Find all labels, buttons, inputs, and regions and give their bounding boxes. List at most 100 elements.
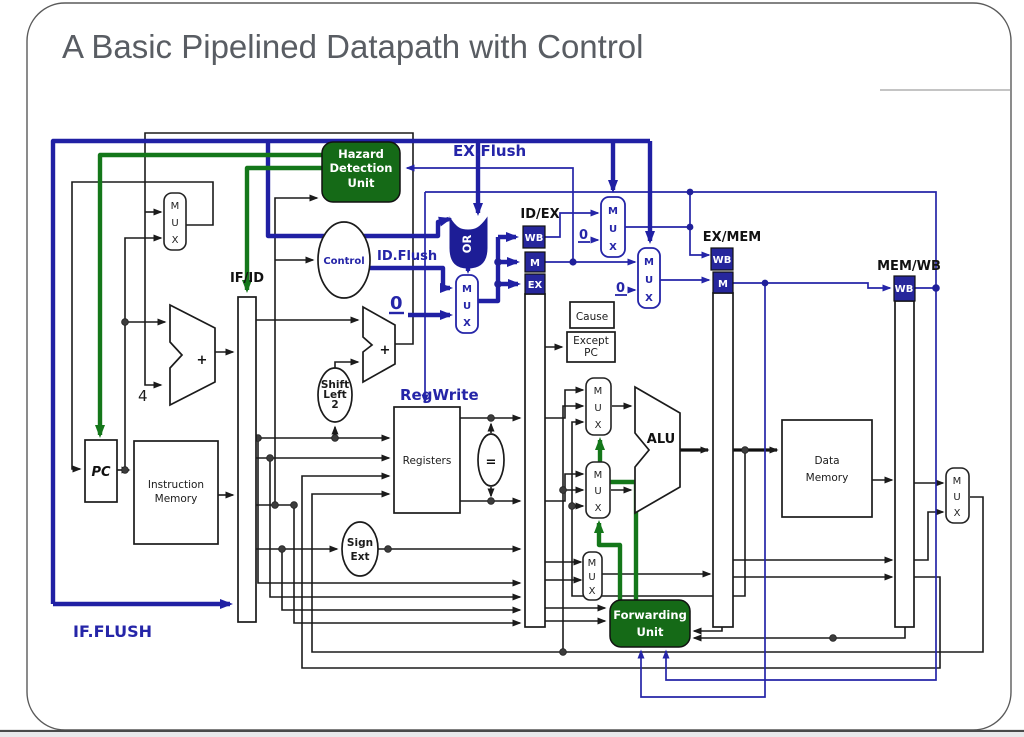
wire-pcsrc-loop xyxy=(71,181,214,473)
svg-text:Left: Left xyxy=(323,389,346,401)
svg-text:OR: OR xyxy=(460,235,474,254)
svg-text:Control: Control xyxy=(323,256,364,267)
wire-pcwrite xyxy=(95,152,322,438)
equality-comparator: = xyxy=(477,433,505,487)
wire-ex-flush xyxy=(50,138,650,604)
svg-text:Except: Except xyxy=(573,335,609,347)
svg-text:PC: PC xyxy=(584,347,598,359)
svg-text:X: X xyxy=(645,293,653,304)
svg-text:M: M xyxy=(953,476,962,487)
control-unit: Control xyxy=(317,221,371,299)
svg-text:Unit: Unit xyxy=(348,176,375,190)
wire-forward-a xyxy=(595,437,639,600)
svg-text:M: M xyxy=(588,558,597,569)
svg-text:2: 2 xyxy=(331,399,338,411)
svg-text:Ext: Ext xyxy=(351,551,370,563)
svg-text:X: X xyxy=(595,420,602,431)
pc-register: PC xyxy=(84,439,118,503)
svg-text:Memory: Memory xyxy=(155,493,198,505)
label-zero-mux-m: 0 xyxy=(616,281,625,296)
svg-text:U: U xyxy=(645,275,653,286)
svg-text:Instruction: Instruction xyxy=(148,479,204,491)
adder-pc4: + xyxy=(169,303,216,407)
svg-text:Forwarding: Forwarding xyxy=(613,608,687,622)
svg-text:+: + xyxy=(197,353,208,368)
mux-pc-source: M U X xyxy=(163,192,187,251)
svg-text:M: M xyxy=(644,257,654,268)
svg-text:Memory: Memory xyxy=(806,472,849,484)
label-id-flush: ID.Flush xyxy=(377,249,437,264)
hazard-wires-green xyxy=(95,152,639,600)
svg-text:X: X xyxy=(954,508,961,519)
svg-text:WB: WB xyxy=(713,255,732,266)
label-zero-idflush: 0 xyxy=(390,293,403,314)
svg-text:+: + xyxy=(380,343,391,358)
cause-register: Cause xyxy=(569,301,615,329)
svg-text:X: X xyxy=(589,586,596,597)
svg-text:M: M xyxy=(171,201,180,212)
label-const-4: 4 xyxy=(138,387,148,405)
svg-text:Unit: Unit xyxy=(637,625,664,639)
svg-text:X: X xyxy=(609,242,617,253)
wire-regwrite xyxy=(425,191,937,288)
wire-fwd-select-1 xyxy=(637,283,766,698)
svg-text:U: U xyxy=(594,486,601,497)
svg-text:Detection: Detection xyxy=(330,161,393,175)
svg-text:Hazard: Hazard xyxy=(338,147,384,161)
svg-text:M: M xyxy=(594,386,603,397)
svg-text:M: M xyxy=(594,470,603,481)
alu: ALU xyxy=(634,385,681,515)
svg-text:U: U xyxy=(463,301,471,312)
data-memory: Data Memory xyxy=(781,419,873,518)
svg-text:Shift: Shift xyxy=(321,379,349,391)
svg-text:ALU: ALU xyxy=(647,432,675,447)
svg-text:U: U xyxy=(953,492,960,503)
wire-ifidwrite xyxy=(242,165,322,293)
wire-hazard-memread xyxy=(405,164,574,262)
svg-text:Cause: Cause xyxy=(576,311,608,323)
mux-write-register: M U X xyxy=(582,551,603,601)
svg-text:MEM/WB: MEM/WB xyxy=(877,259,941,274)
hazard-detection-unit: Hazard Detection Unit xyxy=(321,141,401,203)
label-zero-mux-wb: 0 xyxy=(579,228,588,243)
svg-text:Registers: Registers xyxy=(403,455,452,467)
pipeline-register-if-id: IF/ID xyxy=(230,271,264,623)
junction-dots xyxy=(121,318,837,656)
svg-text:Data: Data xyxy=(814,455,839,467)
wire-branch-target xyxy=(144,132,414,389)
svg-text:PC: PC xyxy=(91,465,111,480)
page-title: A Basic Pipelined Datapath with Control xyxy=(62,28,644,65)
svg-text:U: U xyxy=(609,224,617,235)
control-wires-blue xyxy=(405,164,937,698)
svg-text:U: U xyxy=(588,572,595,583)
svg-text:WB: WB xyxy=(525,233,544,244)
pipeline-register-ex-mem: EX/MEM WB M xyxy=(703,230,761,628)
pipeline-register-id-ex: ID/EX WB M EX xyxy=(520,207,560,628)
mux-alu-input-b: M U X xyxy=(585,461,611,519)
mux-ex-flush-wb: M U X xyxy=(600,196,626,258)
flush-wires-blue xyxy=(50,138,655,609)
svg-text:WB: WB xyxy=(895,284,914,295)
svg-text:M: M xyxy=(718,279,728,290)
mux-ex-flush-m: M U X xyxy=(637,247,661,309)
svg-text:M: M xyxy=(530,258,540,269)
except-pc-register: Except PC xyxy=(566,331,616,363)
label-ex-flush: EX.Flush xyxy=(453,142,526,160)
shift-left-2: Shift Left 2 xyxy=(317,367,353,423)
svg-text:M: M xyxy=(608,206,618,217)
svg-text:X: X xyxy=(172,235,179,246)
svg-text:EX/MEM: EX/MEM xyxy=(703,230,761,245)
mux-id-flush: M U X xyxy=(455,274,479,334)
svg-text:M: M xyxy=(462,284,472,295)
registers-file: Registers xyxy=(393,406,461,514)
svg-text:X: X xyxy=(595,503,602,514)
instruction-memory: Instruction Memory xyxy=(133,440,219,545)
wire-writeback-loop xyxy=(311,490,984,653)
label-reg-write: RegWrite xyxy=(400,386,479,404)
svg-text:X: X xyxy=(463,318,471,329)
label-if-flush: IF.FLUSH xyxy=(73,622,152,641)
datapath-wires-black xyxy=(71,132,984,669)
mux-write-back: M U X xyxy=(945,467,970,524)
